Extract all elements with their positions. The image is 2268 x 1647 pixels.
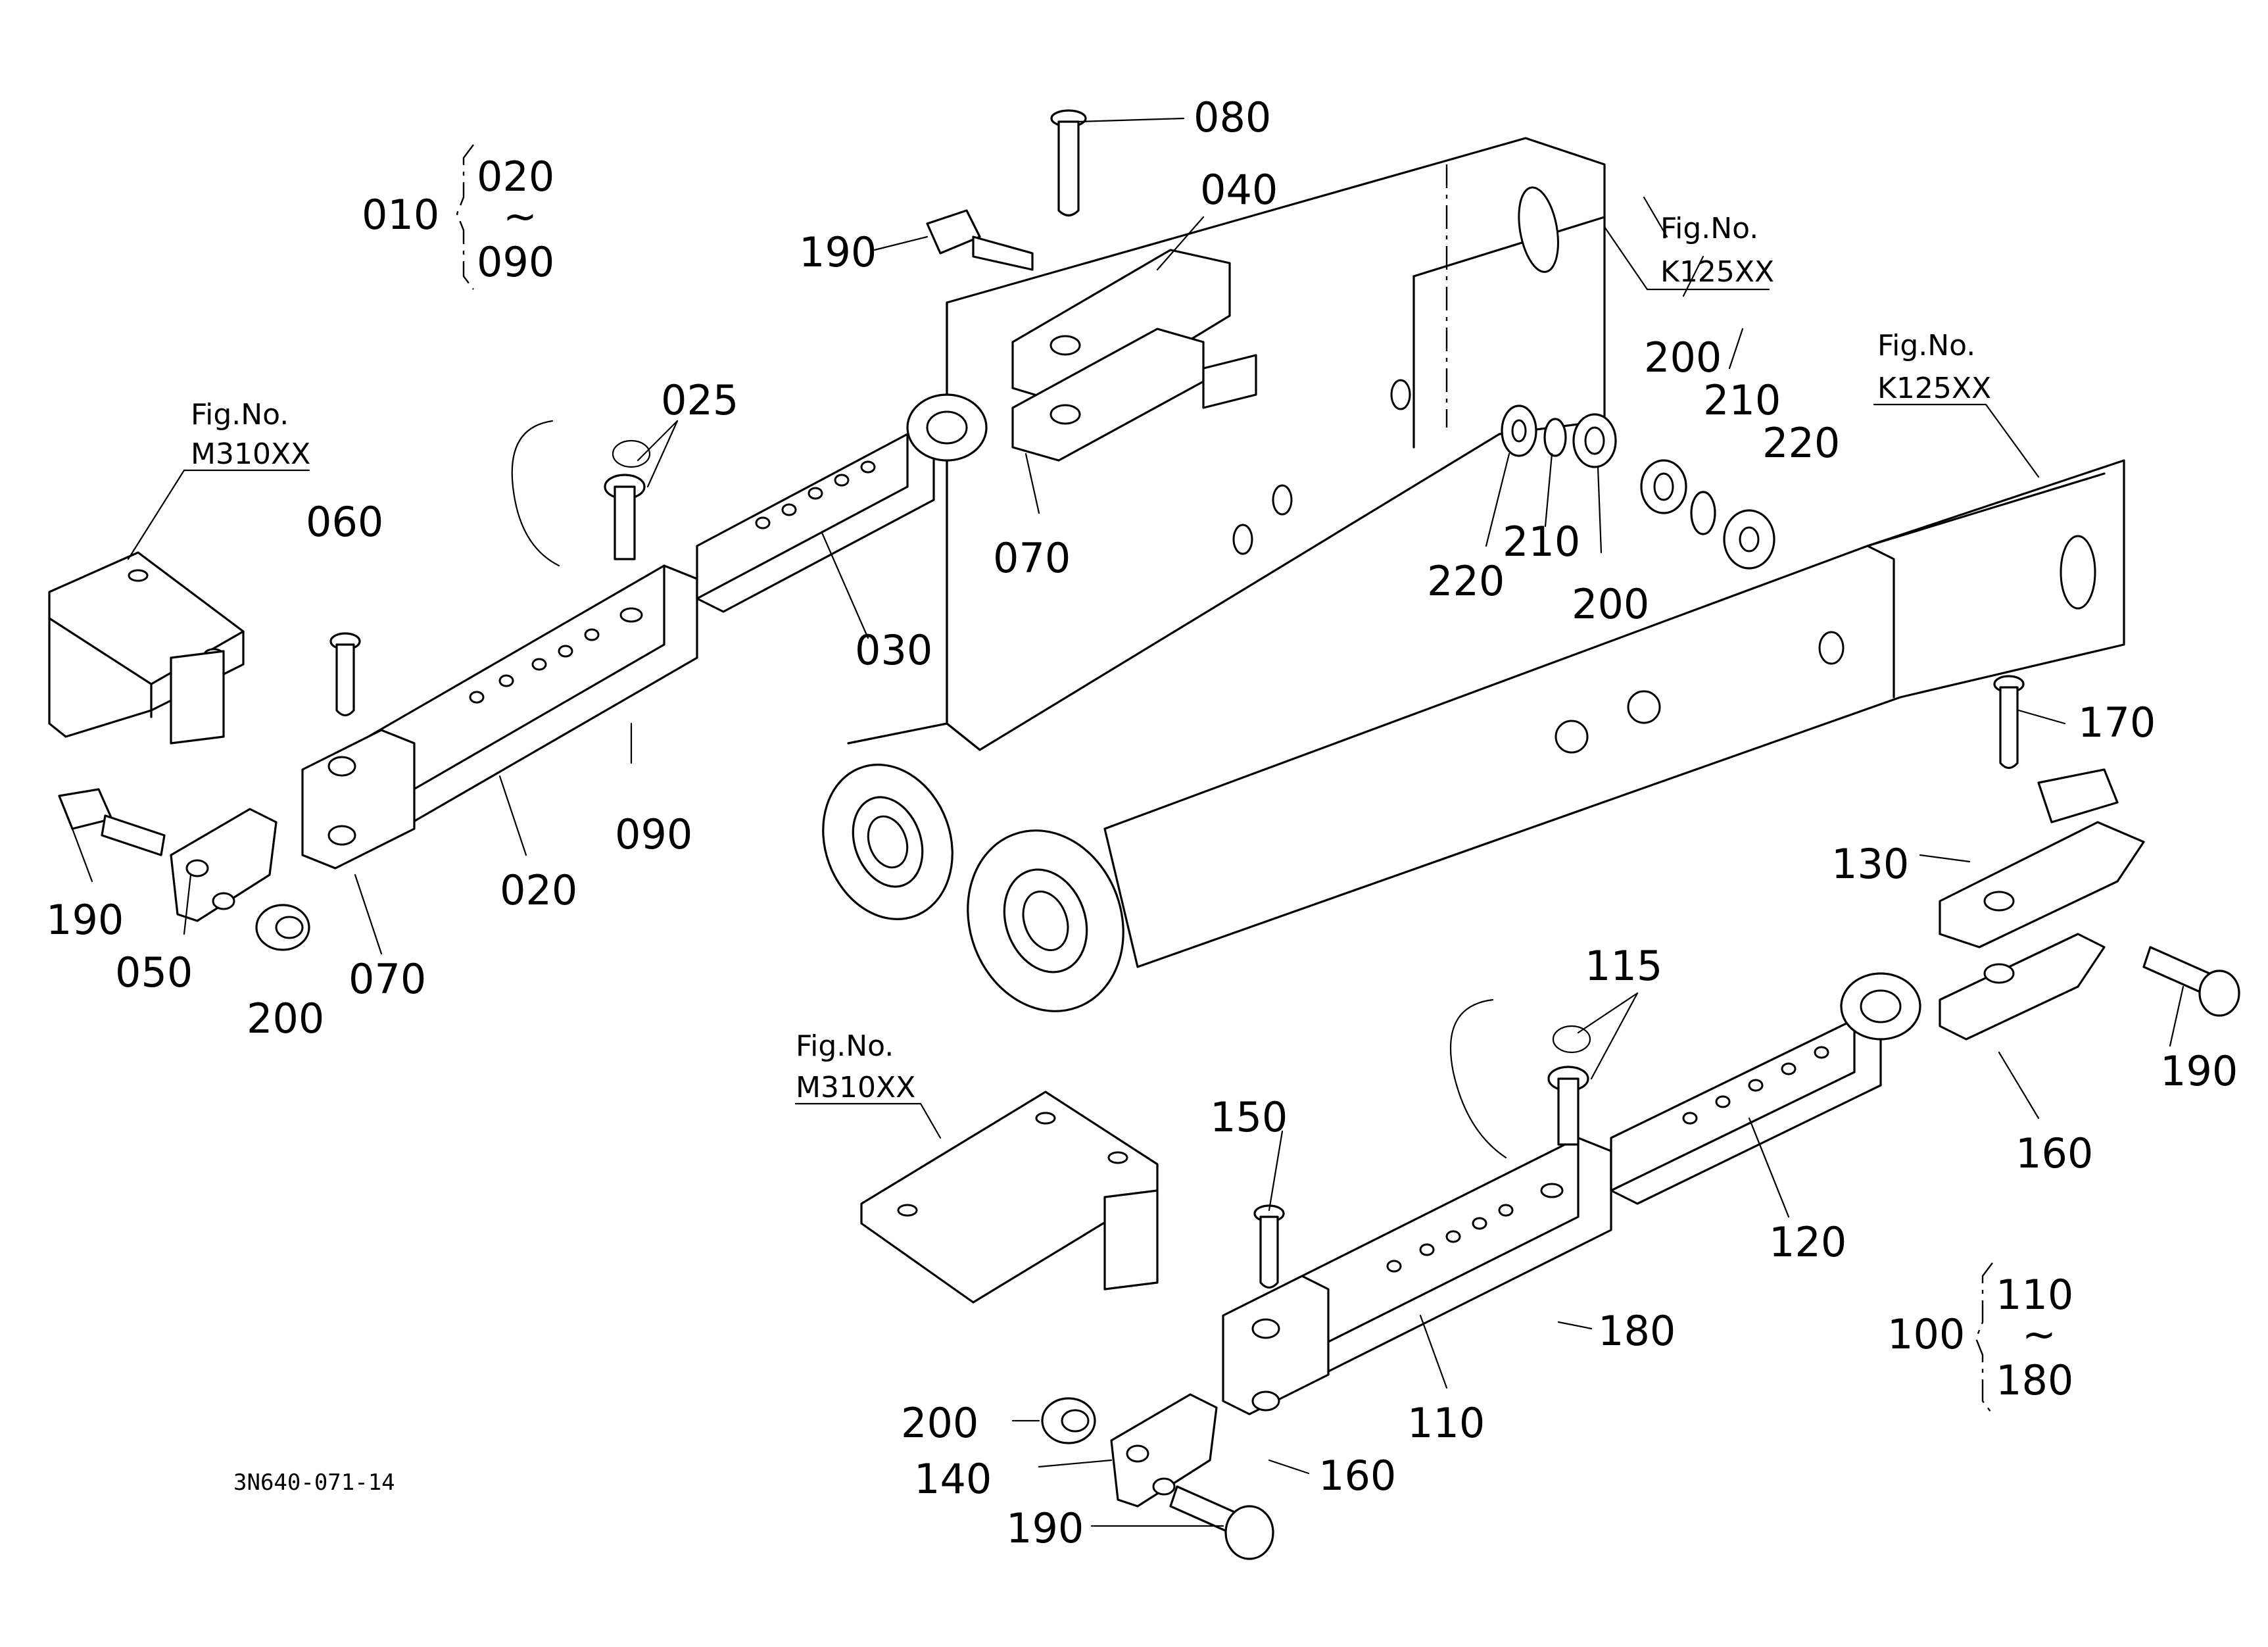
part-label-190-upper: 190 [799, 228, 877, 276]
lower-stabilizer-tube [1222, 1137, 1612, 1415]
part-label-115: 115 [1585, 942, 1662, 990]
part-label-180: 180 [1598, 1307, 1676, 1355]
part-label-200-mid: 200 [1572, 580, 1649, 628]
part-label-190-right: 190 [2160, 1047, 2238, 1095]
assembly-range-from-110: 110 [1996, 1271, 2073, 1319]
brace-100 [1975, 1262, 1993, 1415]
part-label-025: 025 [661, 376, 738, 424]
mount-plate-lower [860, 1091, 1159, 1304]
part-label-040: 040 [1200, 166, 1278, 214]
upper-stabilizer-tube [301, 564, 698, 870]
bolt-190-lower [1169, 1485, 1274, 1560]
lower-lift-arm [967, 459, 2125, 1012]
part-label-200-lower: 200 [901, 1399, 978, 1447]
leader-lines [71, 117, 2184, 1527]
part-label-020: 020 [500, 866, 577, 914]
diagram-code: 3N640-071-14 [233, 1469, 395, 1496]
assembly-parent-100: 100 [1887, 1310, 1965, 1358]
fig-ref-k125-upper-line2: K125XX [1660, 255, 1774, 289]
part-label-160-right: 160 [2015, 1129, 2093, 1177]
bracket-130 [1939, 768, 2145, 1041]
part-label-070-upper: 070 [993, 534, 1071, 582]
pin-080 [1050, 109, 1087, 217]
part-label-070-left: 070 [349, 955, 426, 1003]
part-label-080: 080 [1194, 93, 1271, 141]
assembly-tilde-100: ~ [2022, 1310, 2056, 1358]
part-label-190-lower: 190 [1006, 1504, 1084, 1552]
part-label-190-left: 190 [46, 896, 124, 944]
bracket-140 [1110, 1393, 1218, 1508]
fig-ref-m310-left-line1: Fig.No. [191, 398, 289, 431]
part-label-220-upper: 220 [1762, 419, 1840, 467]
assembly-range-to-180: 180 [1996, 1356, 2073, 1404]
bolt-190-right [2142, 946, 2240, 1017]
part-label-120: 120 [1769, 1218, 1846, 1266]
pin-060 [329, 632, 361, 717]
assembly-range-from-020: 020 [477, 153, 554, 201]
pin-150 [1253, 1204, 1285, 1289]
lower-turnbuckle-rod [1610, 972, 1921, 1205]
nut-200-lower [1041, 1397, 1096, 1444]
fig-ref-m310-left-line2: M310XX [191, 437, 310, 471]
part-label-130: 130 [1831, 840, 1909, 888]
part-label-140: 140 [914, 1455, 992, 1503]
brace-010 [456, 144, 474, 290]
upper-turnbuckle-rod [696, 393, 988, 613]
part-label-210-lower: 210 [1503, 518, 1580, 566]
fig-ref-k125-upper-line1: Fig.No. [1660, 212, 1758, 245]
bolt-190-left [58, 788, 166, 856]
nut-200-left [255, 904, 310, 951]
pin-170 [1993, 675, 2025, 770]
part-label-170: 170 [2078, 699, 2156, 747]
fig-ref-k125-lower-line1: Fig.No. [1877, 329, 1975, 362]
part-label-060: 060 [306, 498, 383, 546]
part-label-200-left: 200 [247, 995, 324, 1043]
part-label-090: 090 [615, 810, 692, 858]
part-label-210-upper: 210 [1703, 376, 1781, 424]
part-label-160-lower: 160 [1318, 1452, 1396, 1500]
part-label-150: 150 [1210, 1093, 1288, 1141]
bolt-190-upper [926, 209, 1034, 271]
fig-ref-k125-lower-line2: K125XX [1877, 372, 1991, 405]
bracket-050 [170, 808, 277, 922]
assembly-tilde-010: ~ [503, 192, 537, 240]
fig-ref-m310-lower-line1: Fig.No. [796, 1029, 894, 1063]
mount-plate-left [48, 551, 245, 745]
assembly-parent-010: 010 [362, 191, 439, 239]
lock-pin-025 [511, 420, 651, 567]
fig-ref-m310-lower-line2: M310XX [796, 1071, 915, 1104]
lock-pin-115 [1449, 998, 1591, 1159]
part-label-110: 110 [1407, 1399, 1485, 1447]
assembly-range-to-090: 090 [477, 238, 554, 286]
part-label-030: 030 [855, 626, 932, 674]
part-label-050: 050 [115, 948, 193, 996]
washer-stack-upper [1501, 405, 1775, 570]
part-label-220-lower: 220 [1427, 557, 1505, 605]
part-label-200-upper: 200 [1644, 333, 1722, 381]
upper-bracket-040 [1011, 249, 1257, 462]
